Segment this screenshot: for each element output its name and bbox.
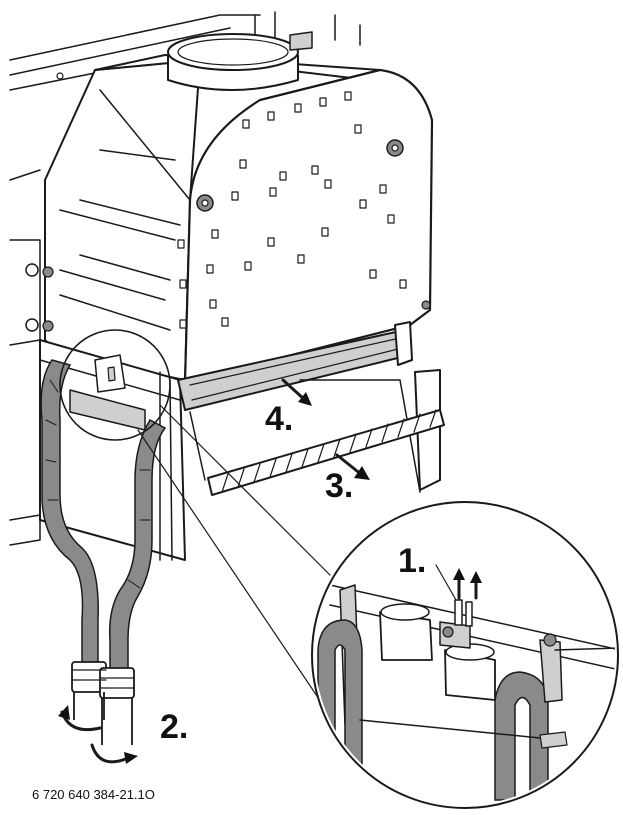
figure-code: 6 720 640 384-21.1O	[32, 787, 155, 802]
detail-callout-zoom	[311, 501, 619, 809]
detail-callout-source	[59, 329, 361, 761]
plate-rivets	[177, 91, 407, 329]
serrated-strip-part-3	[207, 409, 445, 496]
flue-collar	[167, 31, 313, 91]
pull-arrows	[281, 378, 370, 480]
water-pipes	[40, 359, 167, 745]
heat-exchanger-housing	[42, 54, 434, 384]
step-label-1: 1.	[398, 542, 426, 580]
step-label-4: 4.	[265, 400, 293, 438]
step-label-3: 3.	[325, 467, 353, 505]
boiler-frame	[9, 11, 361, 546]
step-label-2: 2.	[160, 708, 188, 746]
unscrew-arrows-step-2	[58, 705, 138, 764]
